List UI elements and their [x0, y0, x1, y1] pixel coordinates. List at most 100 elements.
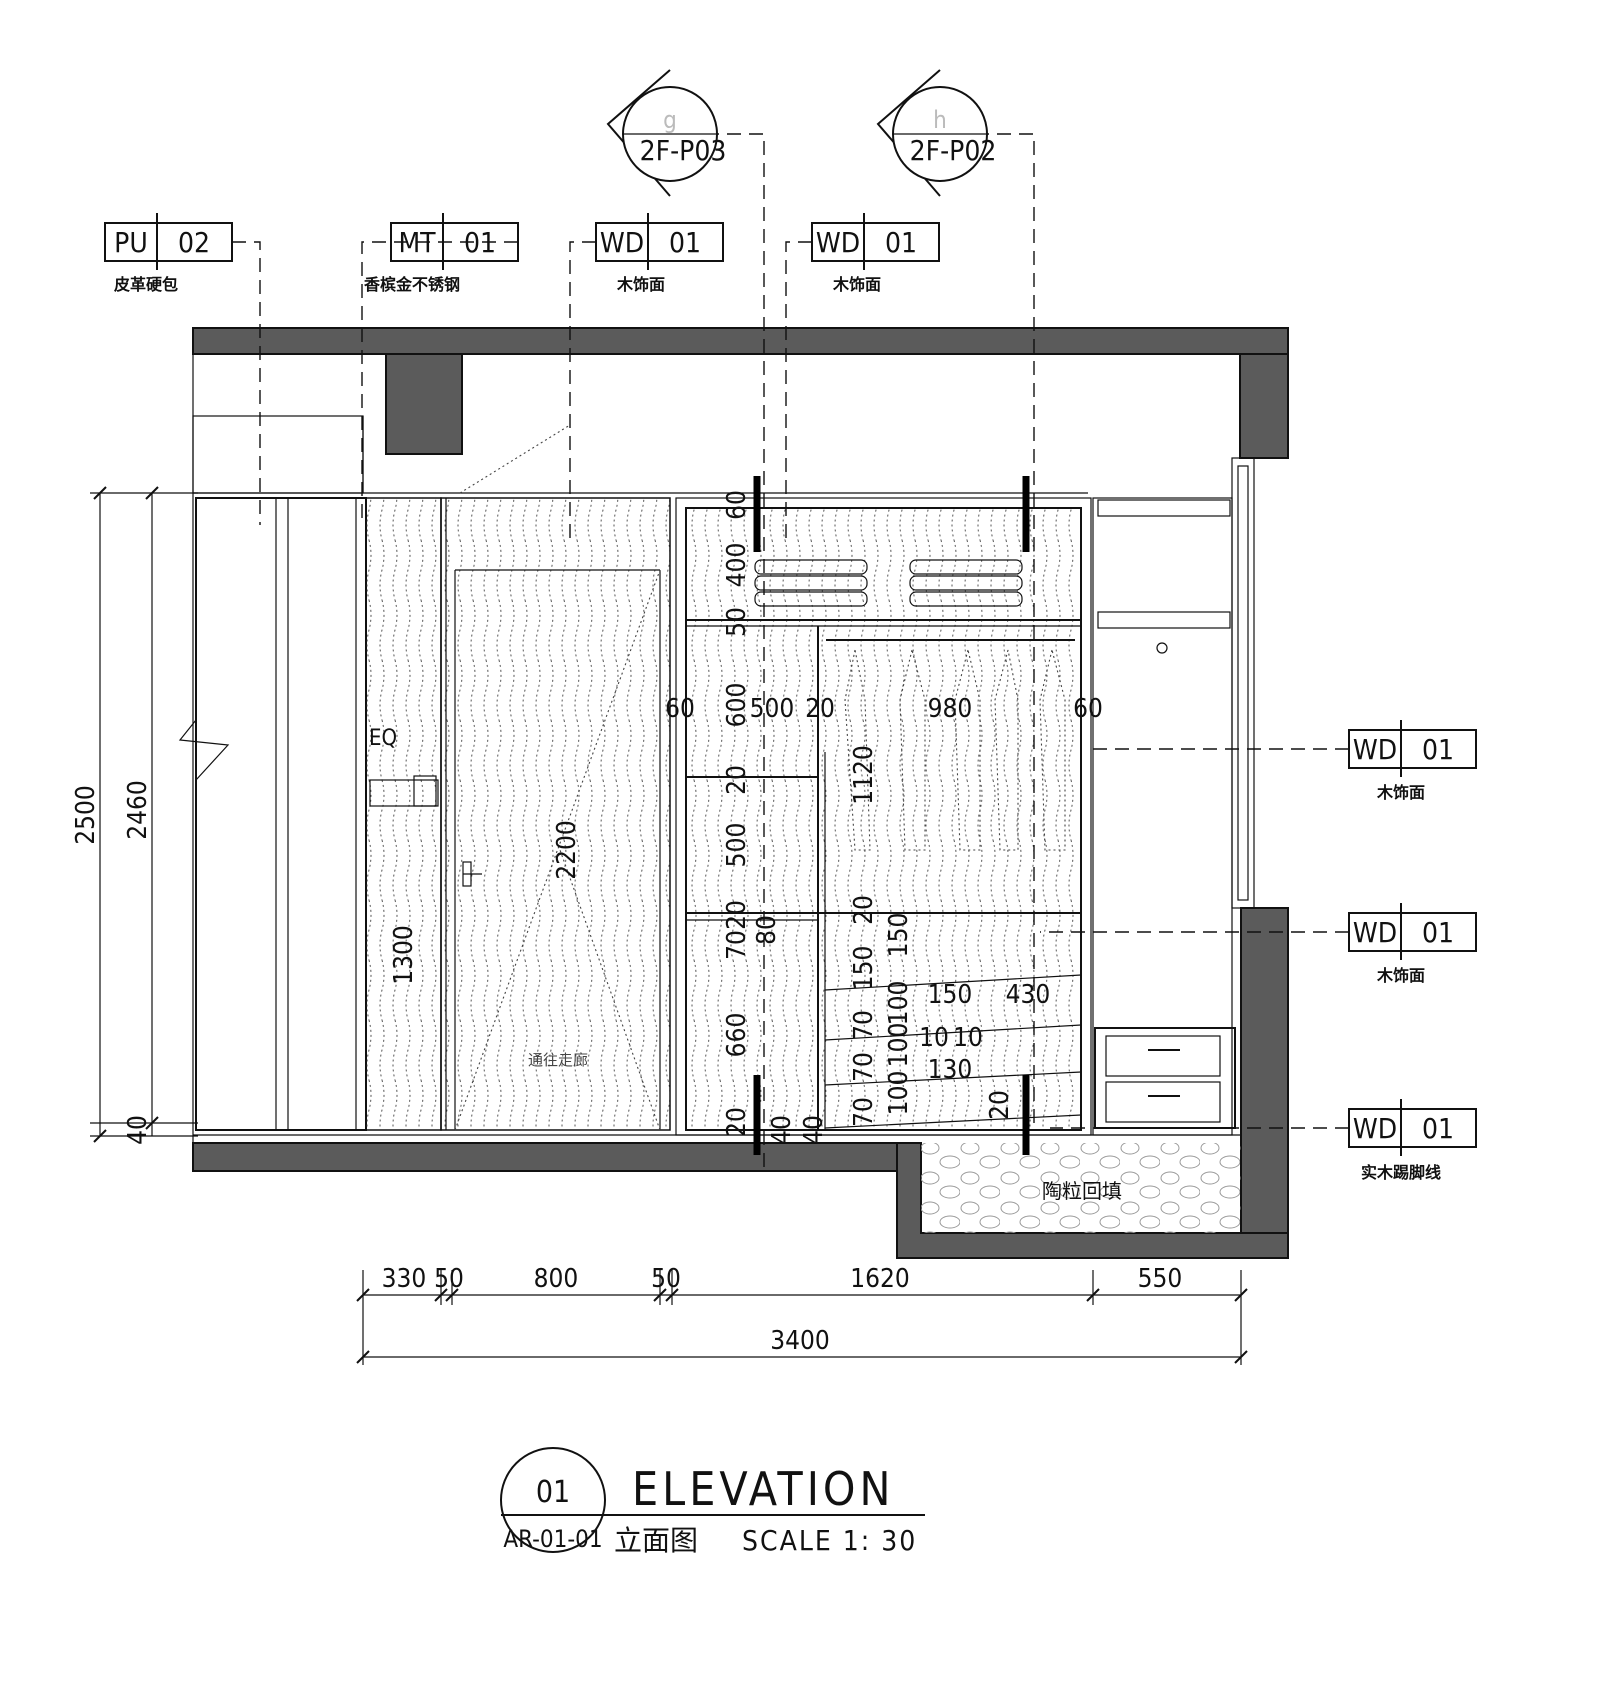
material-desc: 木饰面	[832, 275, 881, 294]
folded-towels	[754, 559, 1023, 607]
leader-lines	[232, 133, 1349, 1170]
svg-text:01: 01	[669, 226, 701, 259]
svg-text:150: 150	[884, 913, 914, 958]
svg-text:60: 60	[722, 490, 752, 520]
title-block: 01 AR-01-01 ELEVATION 立面图 SCALE 1: 30	[500, 1447, 925, 1557]
svg-text:150: 150	[928, 980, 973, 1010]
svg-text:70: 70	[849, 1097, 879, 1127]
svg-text:60: 60	[1073, 694, 1103, 724]
svg-text:01: 01	[885, 226, 917, 259]
svg-text:WD: WD	[600, 226, 644, 259]
wardrobe	[675, 476, 1092, 1155]
dim-50-b: 50	[651, 1264, 681, 1294]
svg-text:01: 01	[464, 226, 496, 259]
dim-330: 330	[382, 1264, 427, 1294]
material-tag-wd01-a: WD 01 木饰面	[595, 213, 724, 294]
svg-text:01: 01	[1422, 1112, 1454, 1145]
dim-50-a: 50	[434, 1264, 464, 1294]
material-desc: 皮革硬包	[113, 275, 178, 294]
card-reader	[369, 779, 439, 807]
structure	[192, 327, 1289, 1259]
left-dimensions: 2500 2460 40	[71, 486, 198, 1145]
material-tag-wd01-right-3: WD 01 实木踢脚线	[1348, 1099, 1477, 1182]
section-mark-g: g 2F-P03	[606, 69, 727, 197]
svg-text:PU: PU	[114, 226, 148, 259]
section-letter-g: g	[663, 106, 677, 134]
inline-dimensions: 2200 1300 EQ 通往走廊 陶粒回填 1120 60 400 50 60…	[369, 490, 1122, 1203]
material-desc: 实木踢脚线	[1361, 1163, 1441, 1182]
svg-text:660: 660	[722, 1013, 752, 1058]
svg-text:WD: WD	[1353, 733, 1397, 766]
drawing-scale: SCALE 1: 30	[742, 1524, 917, 1557]
material-desc: 香槟金不锈钢	[363, 275, 460, 294]
svg-text:40: 40	[799, 1115, 829, 1145]
svg-text:01: 01	[1422, 733, 1454, 766]
infill-area	[921, 1143, 1241, 1233]
svg-text:100: 100	[884, 981, 914, 1026]
svg-text:20: 20	[722, 1107, 752, 1137]
svg-text:70: 70	[722, 930, 752, 960]
svg-text:20: 20	[722, 900, 752, 930]
svg-text:20: 20	[722, 765, 752, 795]
svg-text:70: 70	[849, 1052, 879, 1082]
sheet-number: AR-01-01	[503, 1525, 602, 1553]
material-tag-mt01: MT 01 香槟金不锈钢	[363, 213, 519, 294]
svg-text:MT: MT	[398, 226, 436, 259]
svg-text:100: 100	[884, 1071, 914, 1116]
svg-text:600: 600	[722, 683, 752, 728]
eq-label: EQ	[369, 726, 397, 751]
material-tag-wd01-b: WD 01 木饰面	[811, 213, 940, 294]
dim-2460: 2460	[123, 780, 153, 840]
hanging-clothes	[844, 649, 1066, 851]
drawing-title-cn: 立面图	[614, 1524, 698, 1557]
dim-2500: 2500	[71, 785, 101, 845]
ceiling-slab	[192, 327, 1289, 355]
drawing-title: ELEVATION	[632, 1462, 894, 1516]
dim-40: 40	[123, 1115, 153, 1145]
leather-panels	[178, 497, 367, 1131]
material-desc: 木饰面	[1376, 783, 1425, 802]
svg-text:WD: WD	[1353, 1112, 1397, 1145]
dim-hang-height: 1120	[849, 745, 879, 805]
material-tag-pu02: PU 02 皮革硬包	[104, 213, 233, 294]
svg-text:10: 10	[953, 1023, 983, 1053]
svg-text:430: 430	[1006, 980, 1051, 1010]
section-ref-g: 2F-P03	[640, 134, 727, 167]
infill-note: 陶粒回填	[1042, 1179, 1122, 1203]
svg-text:02: 02	[178, 226, 210, 259]
bottom-dimensions: 330 50 800 50 1620 550 3400	[356, 1264, 1248, 1365]
floor-slab	[192, 1142, 921, 1172]
door-note: 通往走廊	[528, 1051, 588, 1069]
ceiling-beam	[385, 353, 463, 455]
dim-door-height: 2200	[552, 820, 582, 880]
right-niche	[1092, 497, 1236, 1136]
drawer-unit	[1094, 1027, 1236, 1129]
svg-text:60: 60	[665, 694, 695, 724]
svg-text:150: 150	[849, 946, 879, 991]
dim-3400: 3400	[770, 1326, 830, 1356]
material-desc: 木饰面	[616, 275, 665, 294]
svg-text:500: 500	[750, 694, 795, 724]
svg-text:10: 10	[919, 1023, 949, 1053]
drawing-number: 01	[536, 1475, 570, 1510]
dim-1620: 1620	[850, 1264, 910, 1294]
svg-text:130: 130	[928, 1055, 973, 1085]
svg-text:20: 20	[985, 1090, 1015, 1120]
section-ref-h: 2F-P02	[910, 134, 997, 167]
tray-shelves	[824, 974, 1082, 1129]
material-tag-wd01-right-2: WD 01 木饰面	[1348, 903, 1477, 985]
dim-800: 800	[534, 1264, 579, 1294]
svg-text:100: 100	[884, 1023, 914, 1068]
section-letter-h: h	[933, 106, 947, 134]
svg-text:WD: WD	[1353, 916, 1397, 949]
wood-wall-and-door	[365, 497, 671, 1131]
dim-550: 550	[1138, 1264, 1183, 1294]
svg-text:50: 50	[722, 607, 752, 637]
svg-text:WD: WD	[816, 226, 860, 259]
svg-text:20: 20	[849, 895, 879, 925]
svg-text:80: 80	[752, 915, 782, 945]
svg-text:500: 500	[722, 823, 752, 868]
svg-text:70: 70	[849, 1010, 879, 1040]
svg-text:980: 980	[928, 694, 973, 724]
